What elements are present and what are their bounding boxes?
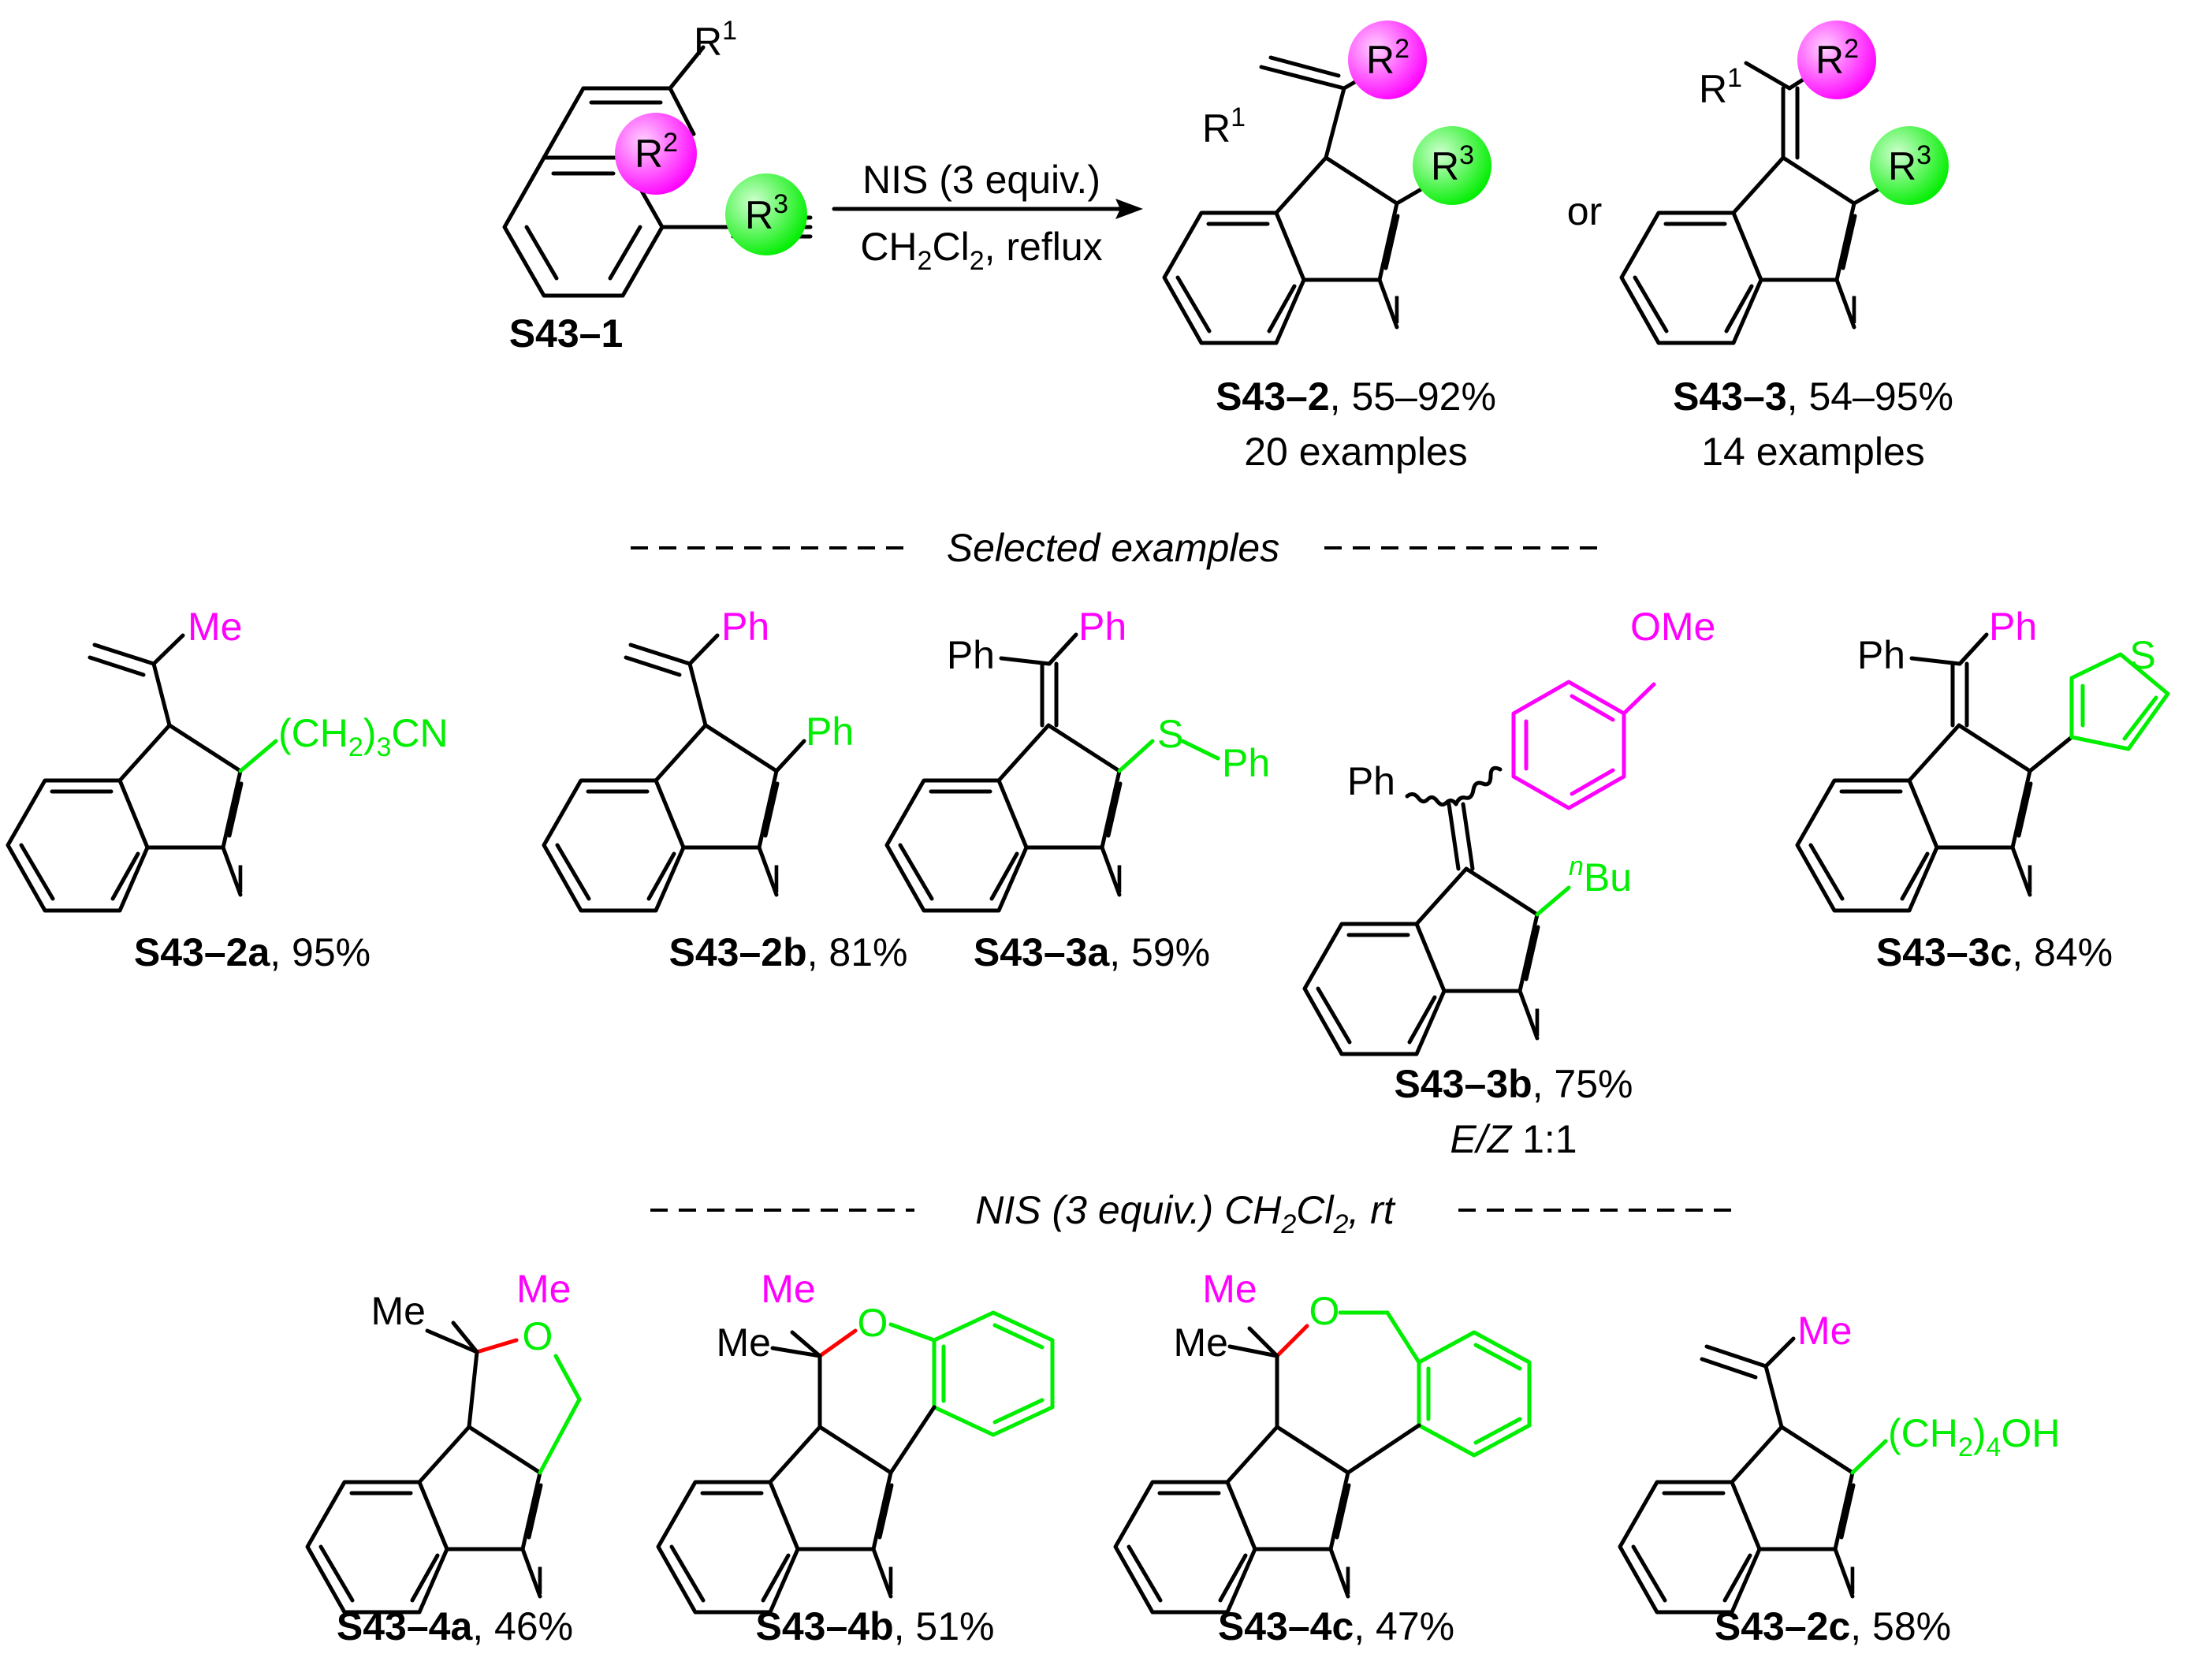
reactant-structure xyxy=(502,45,813,298)
reactant-r3-label: R3 xyxy=(745,189,788,237)
r2-substituent-sphere xyxy=(615,113,697,195)
s43-2a-substituent: (CH2)3CN xyxy=(278,711,449,762)
product-s43-2-structure xyxy=(1164,20,1491,343)
s43-4b-me-top: Me xyxy=(761,1267,815,1311)
solvent-label: CH2Cl2, reflux xyxy=(860,225,1102,276)
selected-examples-heading: Selected examples xyxy=(947,526,1279,570)
example-s43-2c-structure xyxy=(1620,1336,1888,1612)
product-s43-3-caption: S43–3, 54–95% xyxy=(1673,374,1953,419)
s43-4a-oxygen: O xyxy=(523,1314,553,1358)
product3-r2-label: R2 xyxy=(1815,34,1859,82)
s43-3a-sulfur: S xyxy=(1157,712,1183,756)
example-s43-2a-structure xyxy=(8,633,278,911)
s43-3b-iodine: I xyxy=(1532,1000,1543,1045)
reactant-r2-label: R2 xyxy=(635,128,678,176)
s43-4c-me-left: Me xyxy=(1174,1320,1228,1365)
example-s43-2b-structure xyxy=(544,633,806,911)
example-s43-4c-structure xyxy=(1115,1310,1532,1612)
s43-3b-ome: OMe xyxy=(1630,605,1715,649)
s43-3c-ph-left: Ph xyxy=(1857,633,1905,677)
s43-2b-ph-ring: Ph xyxy=(806,710,854,754)
s43-3b-ph: Ph xyxy=(1347,759,1395,803)
example-s43-3b-structure xyxy=(1305,680,1656,1054)
example-s43-3b-caption: S43–3b, 75% xyxy=(1395,1062,1633,1106)
s43-4b-oxygen: O xyxy=(858,1301,888,1345)
example-s43-3a-structure xyxy=(887,632,1220,911)
example-s43-2c-caption: S43–2c, 58% xyxy=(1715,1604,1951,1648)
product3-r1-label: R1 xyxy=(1699,63,1742,111)
reactant-id: S43–1 xyxy=(509,311,624,356)
product2-r3-label: R3 xyxy=(1431,140,1474,188)
s43-4a-iodine: I xyxy=(534,1559,546,1603)
s43-2b-ph-vinyl: Ph xyxy=(721,605,769,649)
or-connector: or xyxy=(1567,189,1602,233)
product-s43-2-examples: 20 examples xyxy=(1244,430,1468,474)
product-s43-3-examples: 14 examples xyxy=(1701,430,1925,474)
s43-4c-me-top: Me xyxy=(1202,1267,1257,1311)
s43-4a-me-left: Me xyxy=(371,1289,426,1333)
example-s43-3b-ratio: E/Z 1:1 xyxy=(1450,1117,1577,1161)
example-s43-2a-caption: S43–2a, 95% xyxy=(134,930,371,974)
s43-3c-iodine: I xyxy=(2024,857,2035,901)
example-s43-3a-caption: S43–3a, 59% xyxy=(974,930,1210,974)
r3-substituent-sphere xyxy=(725,173,807,255)
rt-conditions-heading: NIS (3 equiv.) CH2Cl2, rt xyxy=(975,1188,1396,1239)
example-s43-4b-structure xyxy=(658,1310,1055,1612)
reaction-arrow xyxy=(832,199,1143,219)
product-s43-2-caption: S43–2, 55–92% xyxy=(1216,374,1496,419)
example-s43-4a-caption: S43–4a, 46% xyxy=(337,1604,573,1648)
reagent-label: NIS (3 equiv.) xyxy=(862,158,1100,202)
product-s43-3-structure xyxy=(1622,20,1949,343)
s43-3a-iodine: I xyxy=(1114,857,1125,901)
s43-4b-iodine: I xyxy=(885,1559,896,1603)
example-s43-4b-caption: S43–4b, 51% xyxy=(756,1604,995,1648)
example-s43-4c-caption: S43–4c, 47% xyxy=(1218,1604,1454,1648)
s43-4c-iodine: I xyxy=(1342,1559,1354,1603)
s43-3c-ph-right: Ph xyxy=(1989,605,2037,649)
product3-r3-label: R3 xyxy=(1888,140,1931,188)
s43-2c-me: Me xyxy=(1797,1309,1852,1353)
s43-3c-thiophene-s: S xyxy=(2129,633,2155,677)
product3-iodine: I xyxy=(1849,288,1860,332)
product2-iodine: I xyxy=(1391,288,1402,332)
product2-r1-label: R1 xyxy=(1202,102,1246,151)
example-s43-3c-structure xyxy=(1797,632,2170,911)
s43-4c-oxygen: O xyxy=(1309,1289,1340,1333)
s43-3a-ph-left: Ph xyxy=(947,633,995,677)
s43-3b-nbu: nBu xyxy=(1569,851,1632,900)
s43-4b-me-left: Me xyxy=(717,1320,771,1365)
reactant-r1-label: R1 xyxy=(694,16,737,64)
s43-2c-iodine: I xyxy=(1847,1559,1858,1603)
example-s43-2b-caption: S43–2b, 81% xyxy=(669,930,908,974)
product2-r2-label: R2 xyxy=(1366,34,1409,82)
s43-2c-substituent: (CH2)4OH xyxy=(1888,1411,2060,1462)
s43-2a-iodine: I xyxy=(235,857,246,901)
s43-2a-me: Me xyxy=(188,605,242,649)
s43-4a-me-top: Me xyxy=(516,1267,571,1311)
s43-3a-ph-right: Ph xyxy=(1078,605,1126,649)
s43-2b-iodine: I xyxy=(771,857,782,901)
s43-3a-ph-sulfur: Ph xyxy=(1222,741,1270,785)
example-s43-3c-caption: S43–3c, 84% xyxy=(1876,930,2113,974)
example-s43-4a-structure xyxy=(307,1320,582,1612)
